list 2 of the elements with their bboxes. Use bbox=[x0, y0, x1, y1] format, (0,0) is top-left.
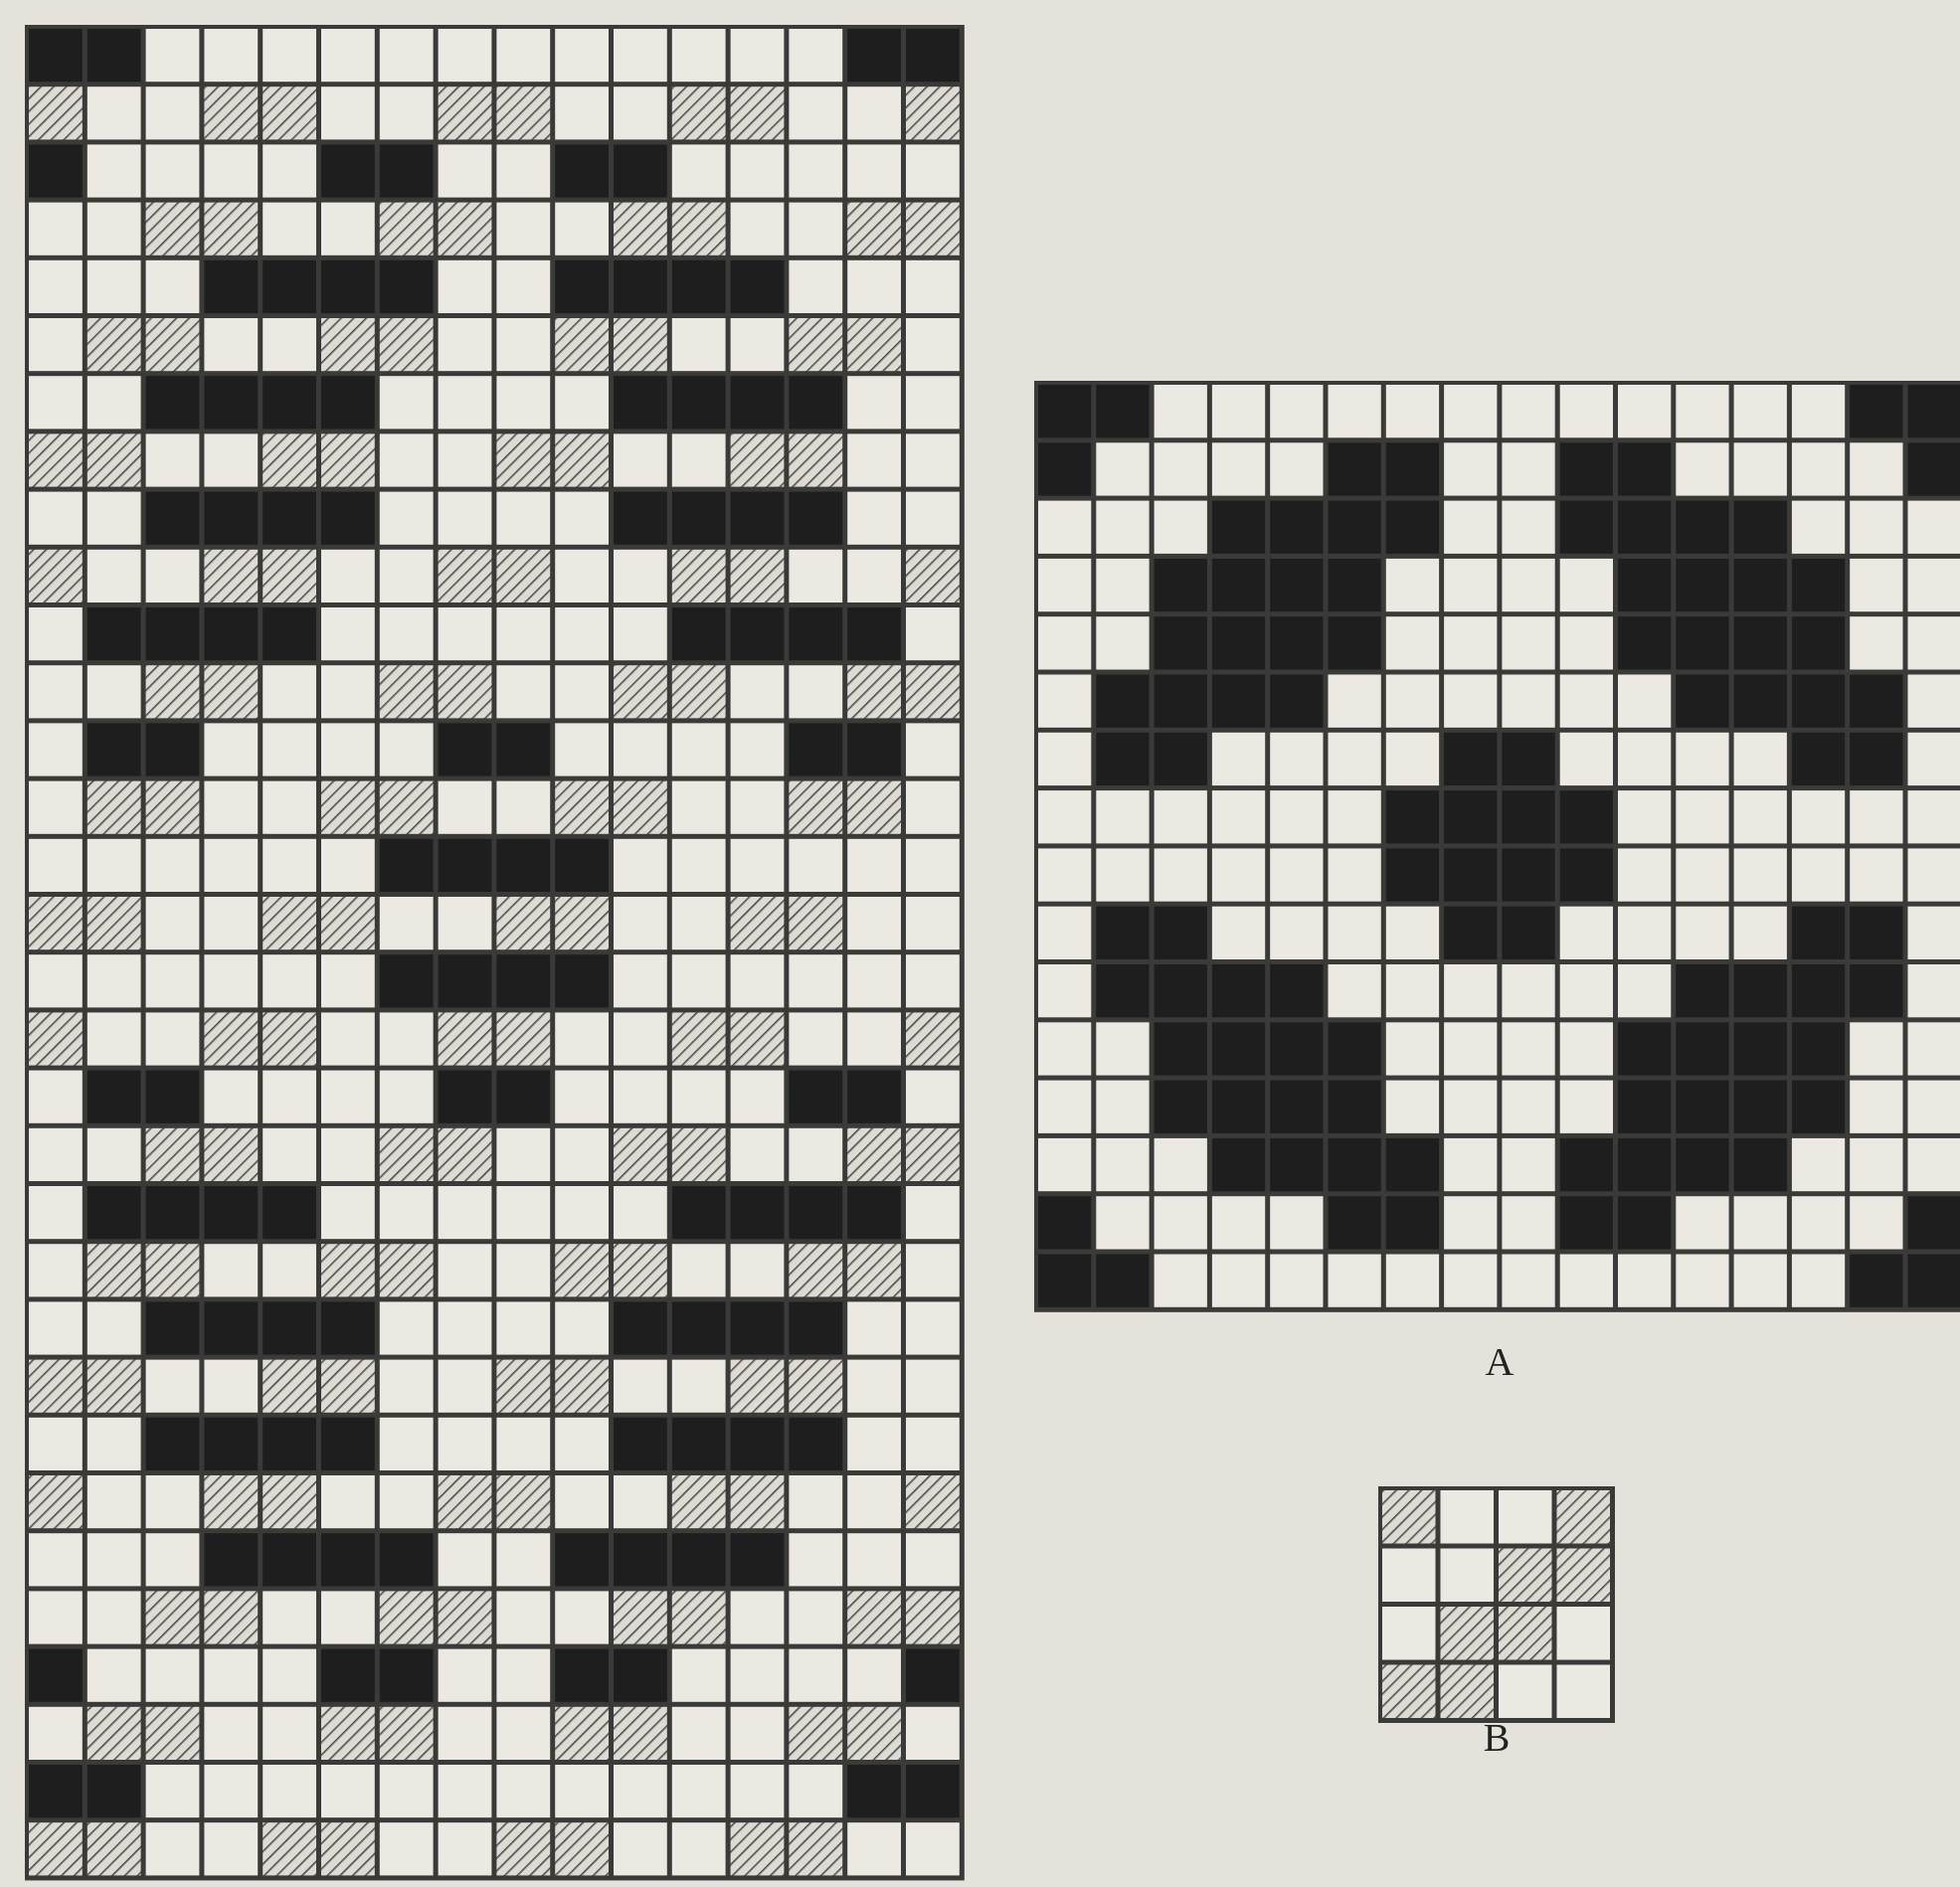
figure-label: A bbox=[1485, 1342, 1515, 1382]
figure-label: B bbox=[1483, 1718, 1511, 1758]
